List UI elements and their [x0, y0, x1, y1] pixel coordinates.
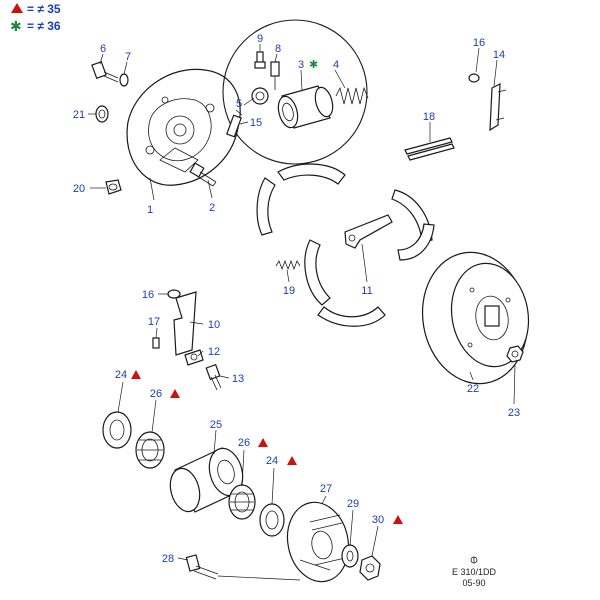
- callout-11: 11: [361, 285, 372, 297]
- callout-2: 2: [209, 202, 215, 214]
- callout-26a-triangle-icon: [170, 389, 180, 398]
- callout-26b: 26: [238, 437, 250, 449]
- callout-6: 6: [100, 43, 106, 55]
- callout-16a: 16: [473, 37, 485, 49]
- handbrake-lever-assembly: [152, 289, 222, 391]
- nut-23: [506, 345, 524, 363]
- callout-26b-triangle-icon: [258, 438, 268, 447]
- callout-21: 21: [73, 109, 85, 121]
- strut-18: [404, 137, 455, 161]
- callout-10: 10: [208, 319, 220, 331]
- callout-26a: 26: [150, 388, 162, 400]
- legend-triangle-value: = ≠ 35: [27, 2, 61, 16]
- callout-20: 20: [73, 183, 85, 195]
- grommet-21: [95, 105, 109, 123]
- callout-5: 5: [236, 98, 242, 110]
- callout-24a: 24: [115, 369, 127, 381]
- nut-30: [359, 555, 381, 581]
- callout-1: 1: [147, 204, 153, 216]
- callouts: 1 2 3 ✱ 4 5 6 7 8 9 10 11 12 13 14 15 16…: [73, 33, 520, 565]
- leader-lines: [88, 44, 516, 561]
- clip-14-nut-16: [468, 73, 507, 132]
- washer-29: [341, 544, 359, 568]
- callout-29: 29: [347, 498, 359, 510]
- brake-drum: [421, 251, 530, 385]
- drawing-code-line2: 05-90: [462, 578, 485, 588]
- callout-3-star-icon: ✱: [309, 58, 318, 71]
- callout-25: 25: [210, 419, 222, 431]
- callout-19: 19: [283, 285, 295, 297]
- callout-27: 27: [320, 483, 332, 495]
- callout-8: 8: [275, 43, 281, 55]
- callout-15: 15: [250, 117, 262, 129]
- drawing-code: E 310/1DD 05-90: [452, 556, 497, 588]
- legend-star-value: = ≠ 36: [27, 19, 61, 33]
- callout-12: 12: [208, 346, 220, 358]
- callout-16b: 16: [142, 289, 154, 301]
- callout-17: 17: [148, 316, 160, 328]
- callout-28: 28: [162, 553, 174, 565]
- bolt-6-washer-7: [91, 60, 129, 87]
- legend-star-icon: ✱: [10, 19, 22, 35]
- bolt-2: [189, 162, 217, 187]
- bolt-28: [185, 554, 301, 581]
- hub-25: [169, 447, 244, 513]
- seal-24b: [259, 503, 285, 537]
- legend: = ≠ 35 ✱ = ≠ 36: [10, 2, 61, 35]
- callout-9: 9: [257, 33, 263, 45]
- hub-flange-27: [286, 501, 350, 583]
- legend-triangle-icon: [11, 3, 23, 13]
- callout-23: 23: [508, 407, 520, 419]
- callout-24b-triangle-icon: [287, 456, 297, 465]
- callout-4: 4: [333, 59, 339, 71]
- bearing-26a: [135, 431, 165, 469]
- callout-24a-triangle-icon: [131, 370, 141, 379]
- callout-18: 18: [423, 111, 435, 123]
- callout-30-triangle-icon: [393, 515, 403, 524]
- callout-30: 30: [372, 514, 384, 526]
- callout-13: 13: [232, 373, 244, 385]
- callout-14: 14: [493, 49, 505, 61]
- callout-24b: 24: [266, 455, 278, 467]
- plug-20: [105, 179, 122, 195]
- bearing-seal-24a: [102, 411, 132, 449]
- brake-shoes: [256, 163, 435, 327]
- drawing-code-line1: E 310/1DD: [452, 567, 497, 577]
- callout-22: 22: [467, 383, 479, 395]
- callout-7: 7: [125, 51, 131, 63]
- callout-3: 3: [298, 59, 304, 71]
- spring-19: [275, 259, 301, 271]
- wheel-cylinder-group: [222, 19, 369, 165]
- bearing-26b: [228, 484, 256, 520]
